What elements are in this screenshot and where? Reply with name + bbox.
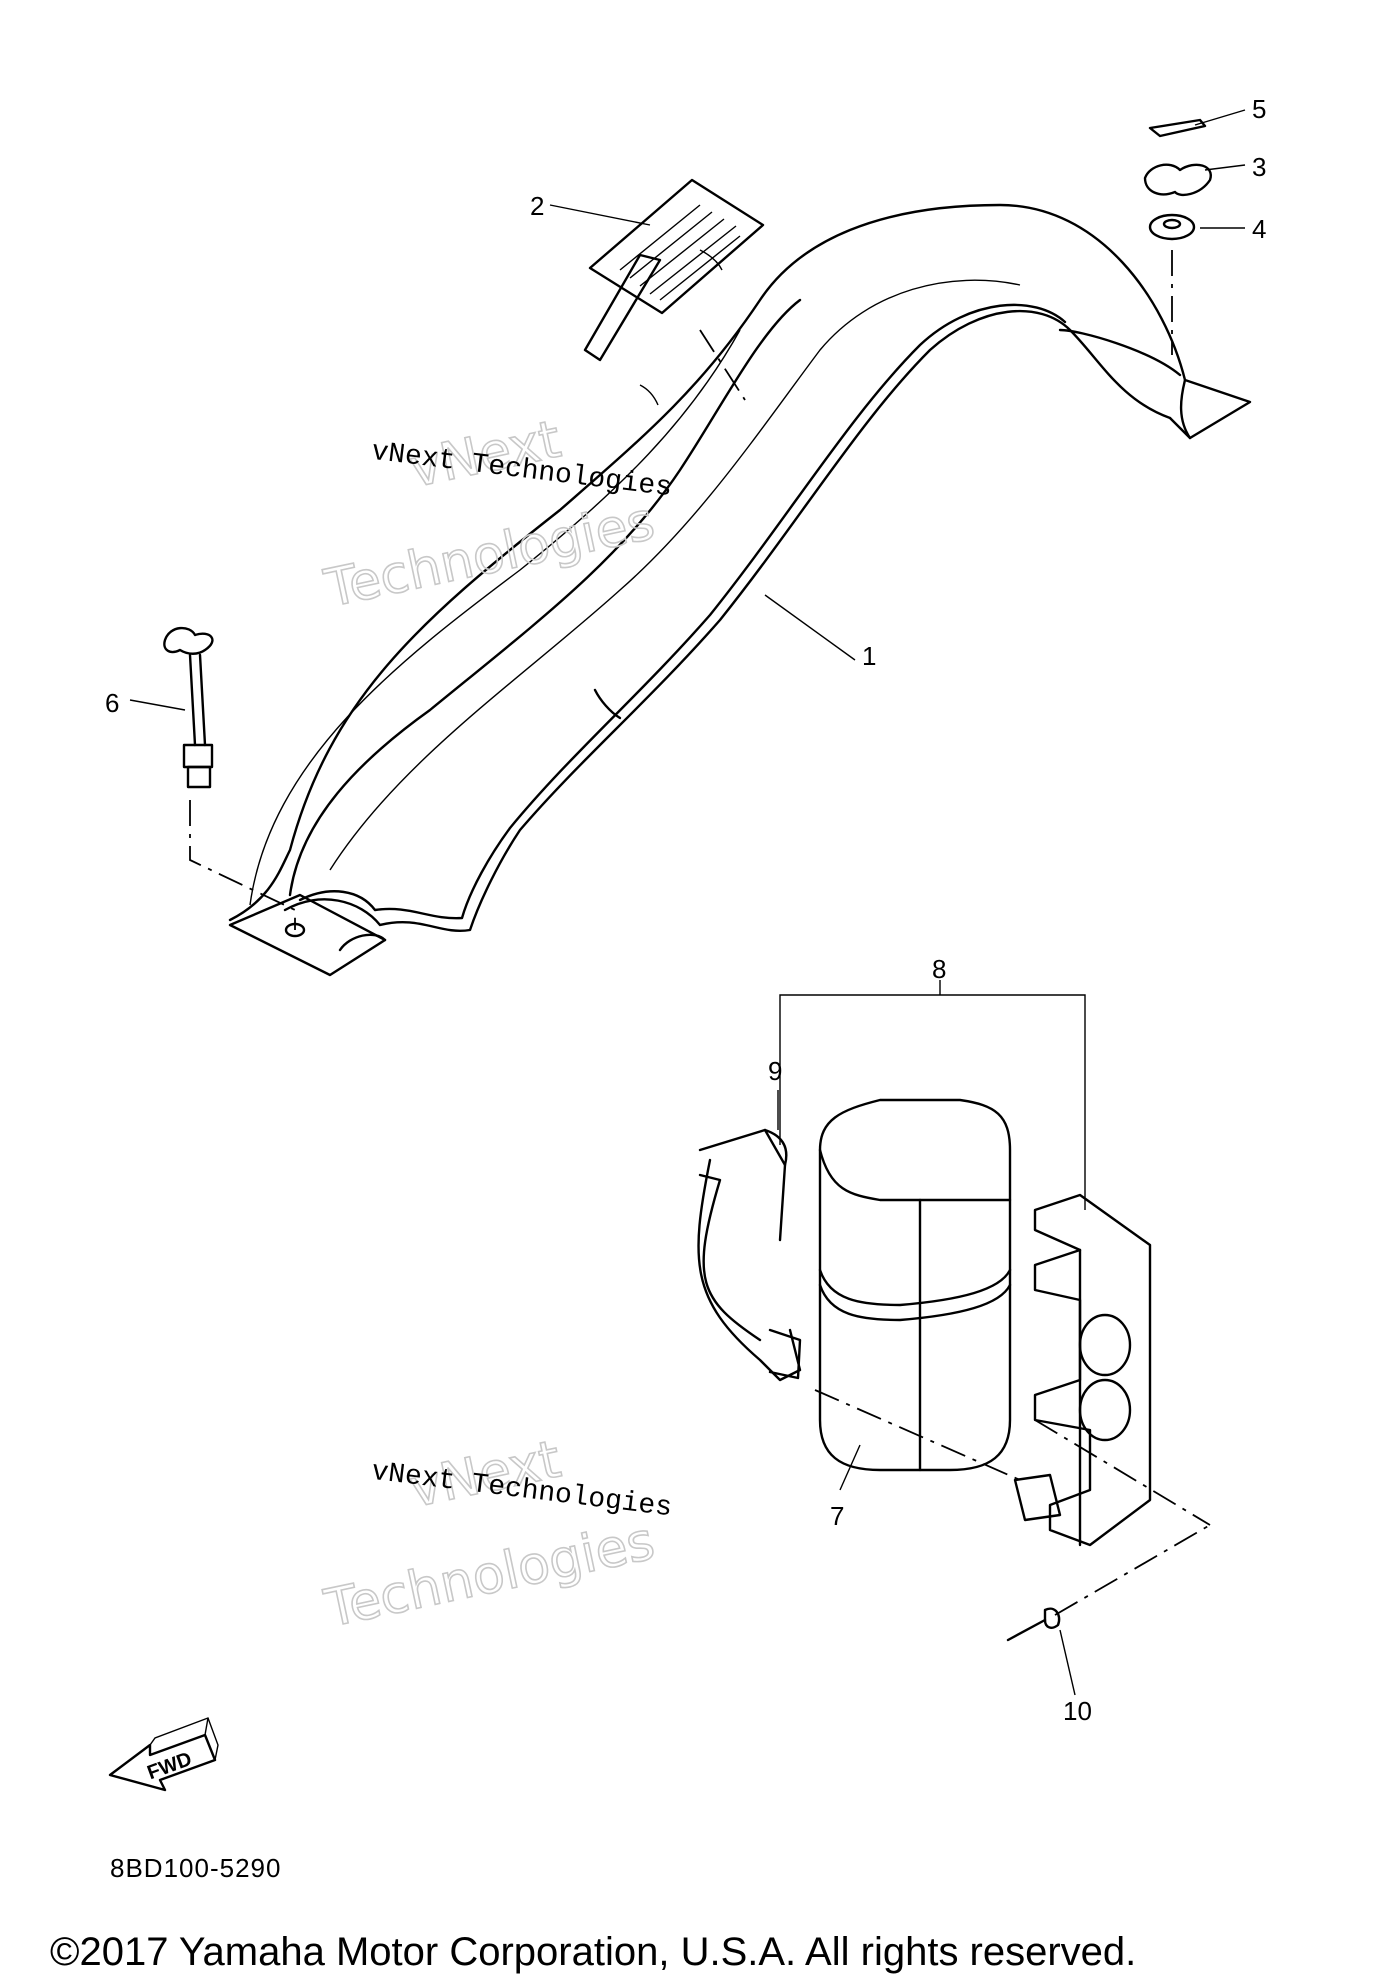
callout-8: 8 — [932, 954, 946, 984]
copyright-notice: ©2017 Yamaha Motor Corporation, U.S.A. A… — [50, 1930, 1136, 1974]
box-part — [818, 1098, 1012, 1472]
fwd-arrow-icon: FWD — [108, 1717, 219, 1792]
callout-2: 2 — [530, 191, 544, 221]
diagram-code: 8BD100-5290 — [110, 1853, 281, 1883]
fastener-parts — [1143, 118, 1212, 355]
leader-lines — [129, 109, 1246, 1696]
callout-4: 4 — [1252, 214, 1266, 244]
callout-5: 5 — [1252, 94, 1266, 124]
bracket-part — [814, 1193, 1211, 1547]
rivet-part — [1006, 1524, 1211, 1642]
callout-9: 9 — [768, 1056, 782, 1086]
callout-7: 7 — [830, 1501, 844, 1531]
watermark-bottom-technologies: Technologies — [319, 1511, 659, 1639]
watermark-bottom: vNext Technologies vNext Technologies — [319, 1429, 674, 1641]
callout-1: 1 — [862, 641, 876, 671]
strap-part — [697, 1128, 802, 1382]
label-part — [588, 178, 765, 401]
callout-10: 10 — [1063, 1696, 1092, 1726]
callout-6: 6 — [105, 688, 119, 718]
fender-part — [228, 203, 1252, 977]
bolt-part — [163, 626, 296, 930]
callout-3: 3 — [1252, 152, 1266, 182]
callout-numbers: 1 2 3 4 5 6 7 8 9 10 — [105, 94, 1266, 1726]
